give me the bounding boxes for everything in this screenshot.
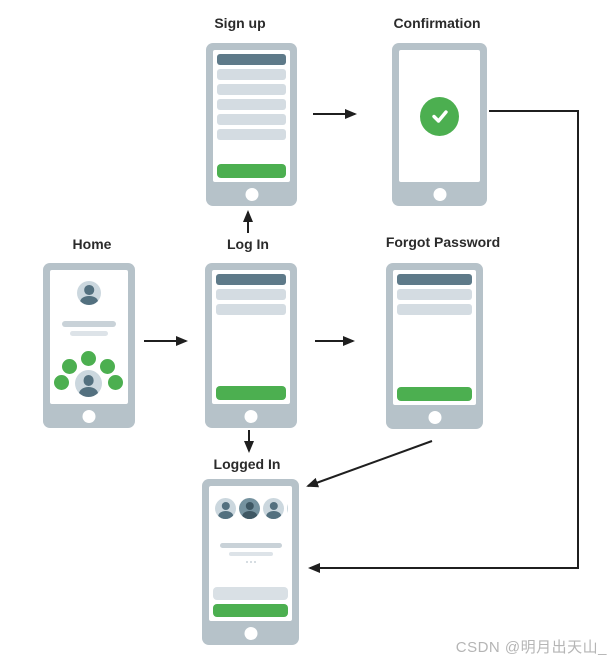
user-avatar-icon	[215, 498, 236, 519]
green-dot-icon	[108, 375, 123, 390]
home-button-icon	[428, 411, 441, 424]
phone-logged-in-screen	[209, 486, 292, 621]
cta-button-placeholder	[217, 164, 286, 178]
phone-log-in	[205, 263, 297, 428]
home-button-icon	[433, 188, 446, 201]
checkmark-icon	[420, 96, 459, 136]
field-placeholder	[216, 304, 286, 315]
header-bar-placeholder	[397, 274, 472, 285]
phone-home-screen	[50, 270, 128, 404]
header-bar-placeholder	[217, 54, 286, 65]
green-dot-icon	[62, 359, 77, 374]
text-line-placeholder	[70, 330, 108, 336]
label-log-in: Log In	[227, 236, 269, 252]
phone-sign-up	[206, 43, 297, 206]
field-placeholder	[217, 84, 286, 95]
cta-button-placeholder	[213, 604, 288, 617]
cta-button-placeholder	[216, 386, 286, 400]
user-avatar-icon-active	[239, 498, 260, 519]
phone-home	[43, 263, 135, 428]
field-placeholder	[397, 289, 472, 300]
phone-logged-in	[202, 479, 299, 645]
user-avatar-icon	[75, 370, 102, 397]
label-sign-up: Sign up	[214, 15, 266, 31]
green-dot-icon	[81, 351, 96, 366]
home-button-icon	[245, 188, 258, 201]
green-dot-icon	[54, 375, 69, 390]
field-placeholder	[217, 99, 286, 110]
label-logged-in: Logged In	[213, 456, 281, 472]
text-line-placeholder	[219, 543, 282, 548]
field-placeholder	[217, 69, 286, 80]
phone-confirmation-screen	[399, 50, 480, 182]
arrow-forgot-password-to-logged-in	[306, 440, 433, 488]
input-bar-placeholder	[213, 587, 288, 600]
phone-forgot-password	[386, 263, 483, 429]
avatar-row	[213, 498, 288, 519]
user-avatar-icon	[263, 498, 284, 519]
header-bar-placeholder	[216, 274, 286, 285]
field-placeholder	[217, 129, 286, 140]
field-placeholder	[216, 289, 286, 300]
user-avatar-icon	[77, 281, 101, 305]
label-confirmation: Confirmation	[393, 15, 481, 31]
phone-confirmation	[392, 43, 487, 206]
checkmark-glyph	[431, 110, 448, 123]
ellipsis-dots-icon	[245, 561, 256, 563]
home-button-icon	[244, 410, 258, 423]
field-placeholder	[397, 304, 472, 315]
label-home: Home	[72, 236, 112, 252]
home-button-icon	[244, 627, 257, 640]
text-line-placeholder	[62, 320, 116, 327]
field-placeholder	[217, 114, 286, 125]
phone-log-in-screen	[212, 270, 290, 404]
phone-forgot-password-screen	[393, 270, 476, 405]
user-avatar-icon	[287, 498, 288, 519]
watermark-text: CSDN @明月出天山_	[455, 639, 607, 656]
phone-sign-up-screen	[213, 50, 290, 182]
text-line-placeholder	[228, 552, 273, 556]
cta-button-placeholder	[397, 387, 472, 401]
green-dot-icon	[100, 359, 115, 374]
contacts-cluster	[54, 351, 124, 398]
home-button-icon	[82, 410, 96, 423]
label-forgot-password: Forgot Password	[385, 234, 501, 250]
